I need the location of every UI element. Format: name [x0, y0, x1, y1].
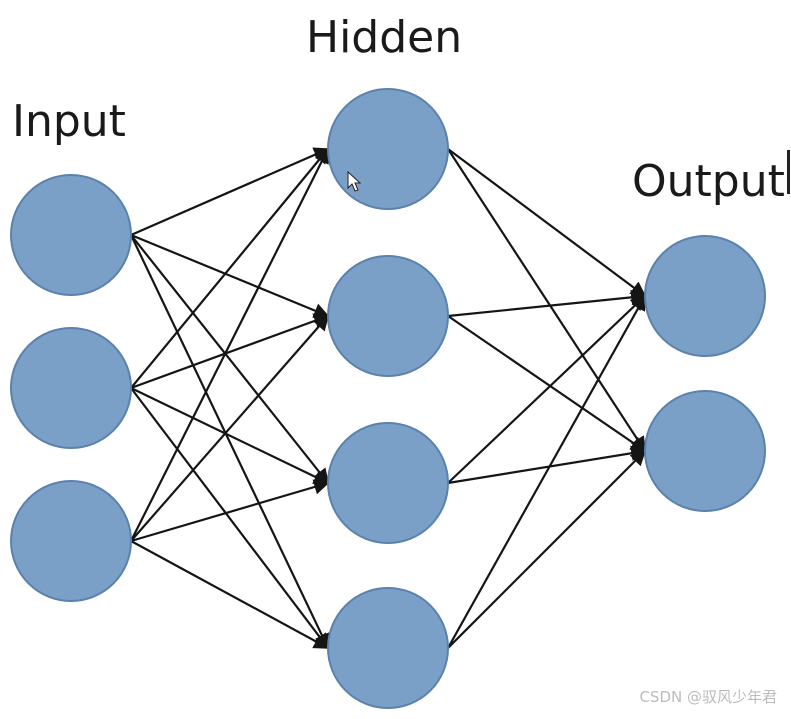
edge-input-2-to-hidden-4 — [130, 387, 329, 650]
edge-hidden-4-to-output-2 — [447, 449, 647, 649]
edge-input-1-to-hidden-4 — [130, 234, 329, 650]
output-node-2 — [644, 390, 766, 512]
input-node-3 — [10, 480, 132, 602]
output-node-1 — [644, 235, 766, 357]
edge-input-2-to-hidden-3 — [130, 387, 330, 484]
hidden-node-4 — [327, 587, 449, 709]
edge-hidden-4-to-output-1 — [447, 294, 646, 649]
edge-hidden-3-to-output-2 — [447, 445, 647, 485]
neuron-nodes — [10, 88, 766, 709]
output-layer-label: Output — [632, 156, 785, 207]
edge-input-2-to-hidden-2 — [130, 313, 330, 390]
input-node-2 — [10, 327, 132, 449]
edge-input-3-to-hidden-1 — [130, 147, 329, 542]
edge-hidden-2-to-output-2 — [447, 315, 647, 452]
edge-mark — [787, 150, 790, 194]
edge-hidden-1-to-output-2 — [447, 148, 646, 453]
edge-input-1-to-hidden-1 — [130, 147, 330, 237]
hidden-node-2 — [327, 255, 449, 377]
edge-input-3-to-hidden-3 — [130, 479, 330, 543]
input-layer-label: Input — [12, 96, 126, 147]
edge-hidden-3-to-output-1 — [447, 294, 647, 484]
edge-input-3-to-hidden-4 — [130, 540, 330, 649]
hidden-layer-label: Hidden — [306, 12, 462, 63]
hidden-node-3 — [327, 422, 449, 544]
edge-input-1-to-hidden-2 — [130, 233, 330, 318]
mouse-cursor-icon — [347, 170, 362, 192]
edge-hidden-1-to-output-1 — [447, 148, 647, 297]
input-node-1 — [10, 174, 132, 296]
connection-edges — [130, 147, 647, 650]
hidden-node-1 — [327, 88, 449, 210]
edge-input-2-to-hidden-1 — [130, 147, 329, 389]
watermark-text: CSDN @驭风少年君 — [639, 688, 777, 706]
edge-hidden-2-to-output-1 — [447, 289, 647, 318]
edge-input-1-to-hidden-3 — [130, 234, 329, 485]
edge-input-3-to-hidden-2 — [130, 314, 330, 542]
